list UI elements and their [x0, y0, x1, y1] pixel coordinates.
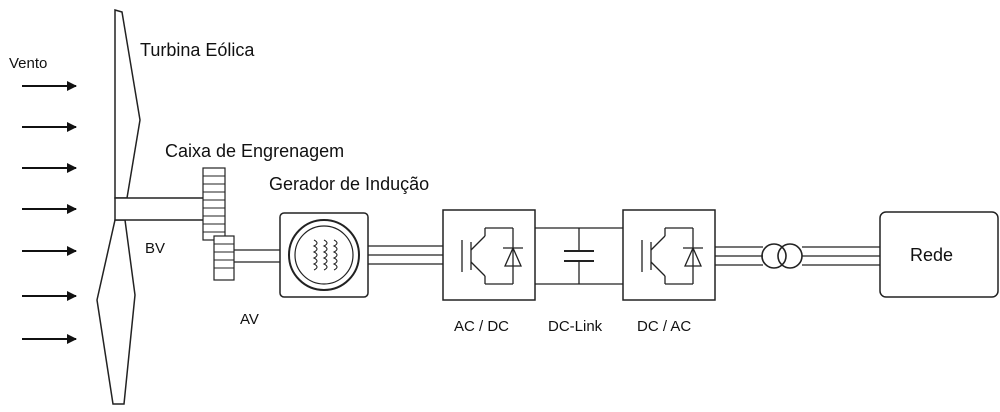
inverter-converter [622, 209, 716, 301]
transformer-icon [761, 243, 803, 269]
wind-arrows [22, 81, 77, 344]
rectifier-converter [442, 209, 536, 301]
ac-lines-generator [368, 245, 443, 265]
generator-coil-icon [312, 239, 338, 271]
large-gear [202, 167, 226, 241]
lower-blade [96, 219, 136, 405]
turbine-label: Turbina Eólica [140, 40, 255, 60]
diode-icon [683, 246, 703, 267]
high-speed-label: AV [240, 311, 259, 328]
gearbox [202, 167, 235, 281]
igbt-icon [641, 227, 694, 285]
induction-generator [279, 212, 369, 298]
high-speed-shaft [234, 249, 282, 263]
rectifier-label: AC / DC [454, 318, 510, 335]
diode-icon [503, 246, 523, 267]
gearbox-label: Caixa de Engrenagem [165, 141, 345, 161]
grid-label: Rede [910, 245, 954, 265]
wind-label: Vento [9, 55, 48, 72]
grid-box [879, 211, 999, 298]
generator-label: Gerador de Indução [269, 174, 430, 194]
low-speed-shaft [114, 197, 209, 221]
dc-link-label: DC-Link [548, 318, 603, 335]
dc-link [535, 227, 623, 285]
ac-lines-grid [802, 246, 880, 266]
inverter-label: DC / AC [637, 318, 692, 335]
small-gear [213, 235, 235, 281]
ac-lines-inverter [715, 246, 763, 266]
igbt-icon [461, 227, 514, 285]
low-speed-label: BV [145, 240, 166, 257]
upper-blade [114, 9, 141, 199]
